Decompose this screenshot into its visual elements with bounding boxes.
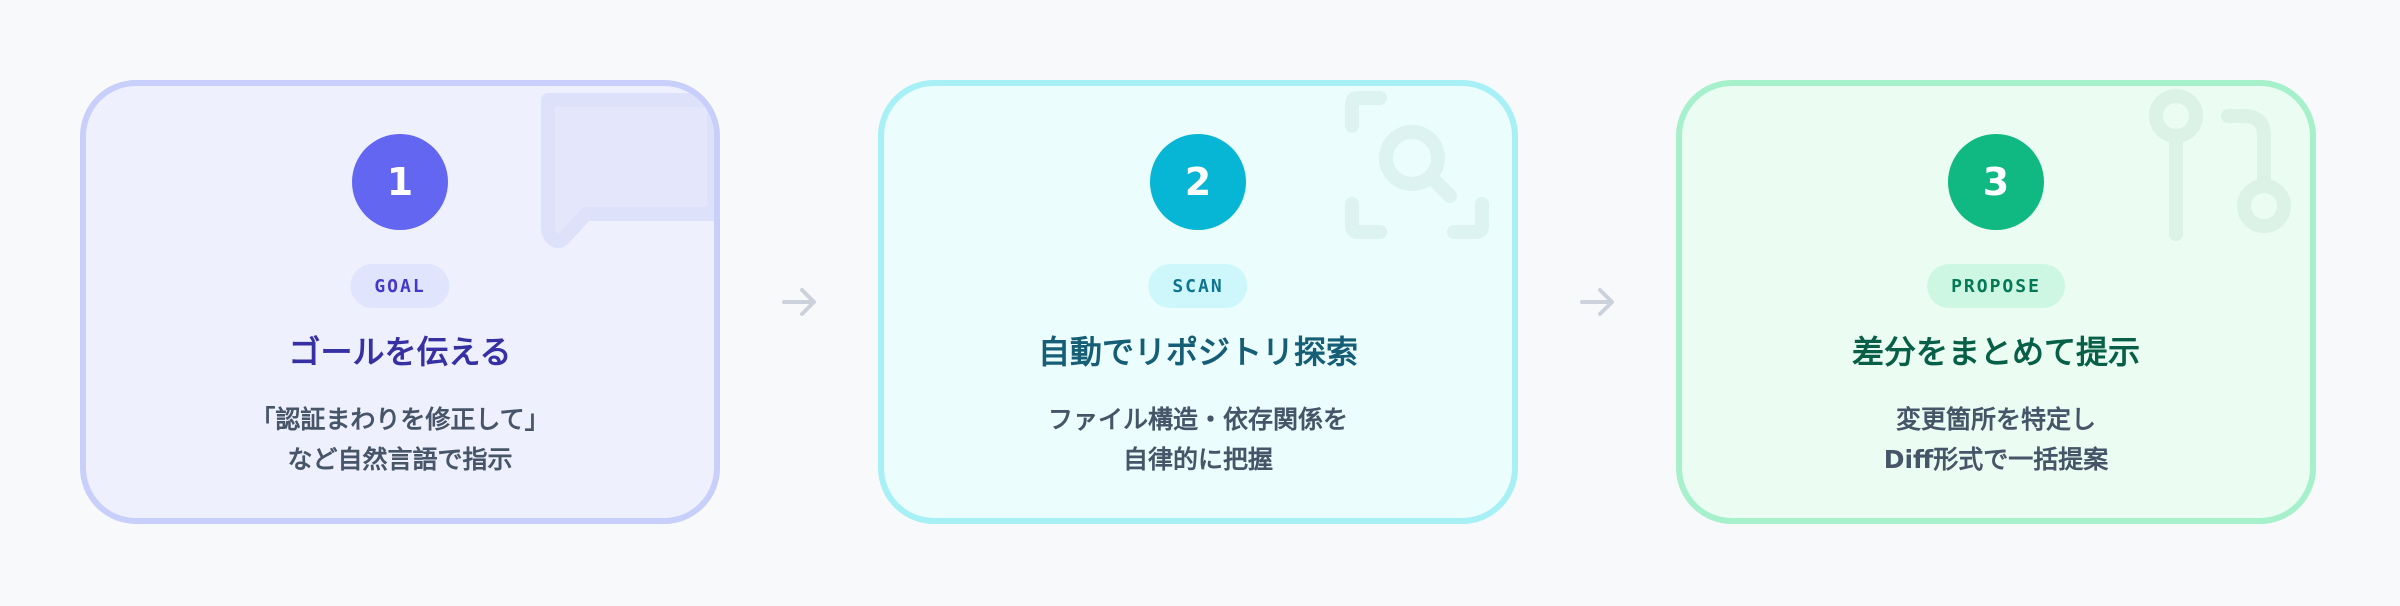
step-tag: SCAN [1148,264,1248,308]
step-tag: GOAL [350,264,450,308]
step-description-line: ファイル構造・依存関係を [1047,405,1348,434]
step-title: ゴールを伝える [288,333,512,371]
chat-bubble-icon [541,93,714,248]
git-branch-icon [2149,89,2291,241]
arrow-right-icon [1580,288,1614,316]
arrow-right-icon [782,288,816,316]
step-number: 3 [1948,134,2044,230]
step-card-goal: 1 GOAL ゴールを伝える 「認証まわりを修正して」 など自然言語で指示 [80,80,720,524]
step-description-line: 「認証まわりを修正して」 [250,405,550,434]
step-title: 自動でリポジトリ探索 [1037,333,1358,371]
step-tag: PROPOSE [1927,264,2065,308]
scan-search-icon [1345,91,1489,239]
step-card-propose: 3 PROPOSE 差分をまとめて提示 変更箇所を特定し Diff形式で一括提案 [1676,80,2316,524]
step-card-scan: 2 SCAN 自動でリポジトリ探索 ファイル構造・依存関係を 自律的に把握 [878,80,1518,524]
step-number: 1 [352,134,448,230]
step-number: 2 [1150,134,1246,230]
step-description-line: 自律的に把握 [1122,445,1273,474]
step-title: 差分をまとめて提示 [1851,333,2140,371]
step-description-line: など自然言語で指示 [287,445,513,474]
step-description: ファイル構造・依存関係を 自律的に把握 [884,400,1512,480]
step-description: 「認証まわりを修正して」 など自然言語で指示 [86,400,714,480]
step-description: 変更箇所を特定し Diff形式で一括提案 [1682,400,2310,480]
step-description-line: 変更箇所を特定し [1895,405,2096,434]
step-description-line: Diff形式で一括提案 [1883,445,2109,474]
